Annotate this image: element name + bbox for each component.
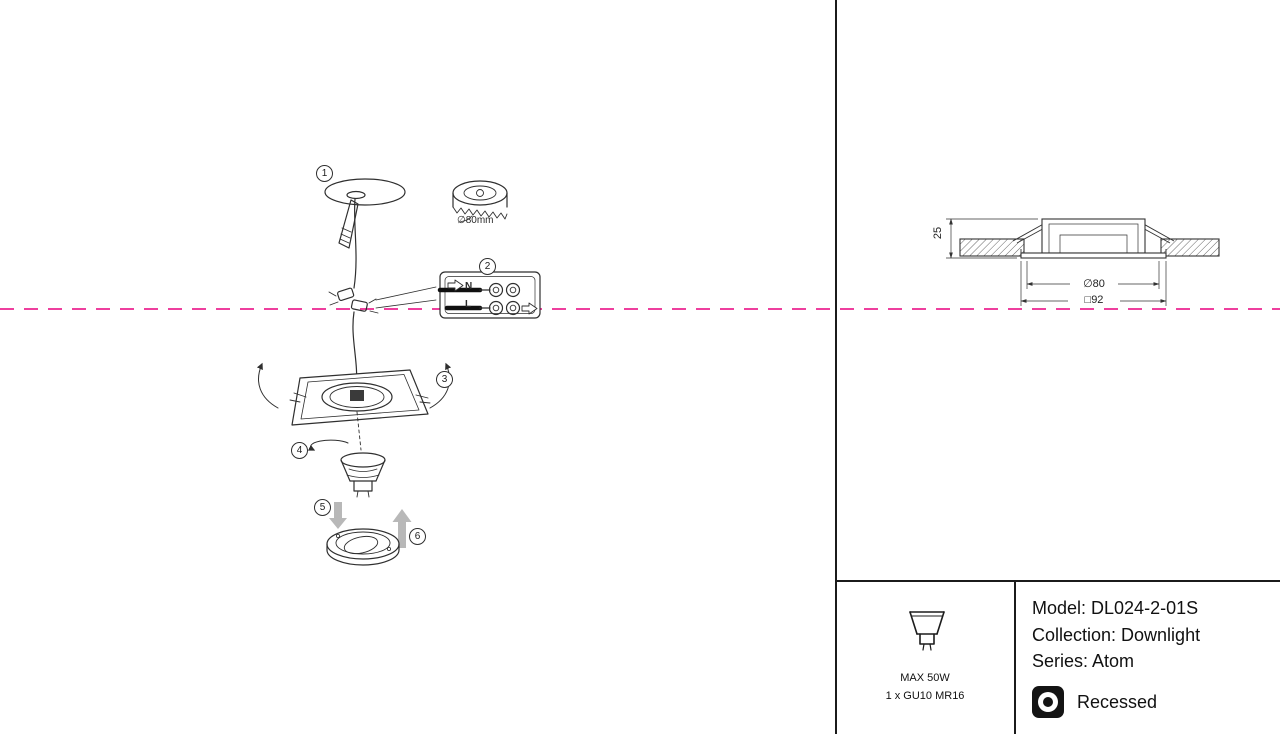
hole-saw-icon [452,180,508,223]
hole-size-label: ∅80mm [457,215,494,226]
step-2-marker: 2 [479,258,496,275]
mounting-label: Recessed [1077,691,1158,712]
lamp-type-label: 1 x GU10 MR16 [885,690,965,702]
gu10-lamp-icon [909,611,945,651]
step-1-number: 1 [321,168,328,179]
terminal-n-label: N [465,281,473,292]
step-5-number: 5 [319,502,326,513]
mounting-row: Recessed [1032,686,1157,718]
step-4-number: 4 [296,445,303,456]
dim-cutout-label: ∅80 [1070,277,1118,290]
dimension-drawing [946,218,1220,306]
lamp-spec-cell: MAX 50W 1 x GU10 MR16 [836,580,1014,734]
step-6-number: 6 [414,531,421,542]
step-5-marker: 5 [314,499,331,516]
ceiling-section-hatch [959,238,1220,257]
trim-frame [256,362,452,426]
cut-line-dashed [0,308,1280,310]
dim-height-label: 25 [932,226,944,240]
spec-table-top-border [836,580,1280,582]
step-2-number: 2 [484,261,491,272]
spec-table-mid-border [1014,580,1016,734]
model-info-cell: Model: DL024-2-01S Collection: Downlight… [1032,580,1280,734]
step-1-marker: 1 [316,165,333,182]
step-3-number: 3 [441,374,448,385]
terminal-l-label: L [465,299,472,310]
installation-diagram [256,178,541,566]
fixture-ring [326,528,400,566]
wire-connector-group [328,286,437,388]
gu10-bulb-group [307,411,386,498]
step-6-marker: 6 [409,528,426,545]
recessed-icon [1032,686,1064,718]
downlight-section [1012,218,1175,259]
series-label: Series: Atom [1032,651,1135,671]
collection-label: Collection: Downlight [1032,625,1201,645]
terminal-block [437,271,541,319]
dim-square-label: □92 [1068,294,1120,306]
step-4-marker: 4 [291,442,308,459]
max-power-label: MAX 50W [900,672,950,684]
insert-remove-arrows [329,502,412,548]
model-label: Model: DL024-2-01S [1032,598,1199,618]
panel-divider-vertical [835,0,837,734]
step-3-marker: 3 [436,371,453,388]
ceiling-cutout-group [324,178,406,289]
